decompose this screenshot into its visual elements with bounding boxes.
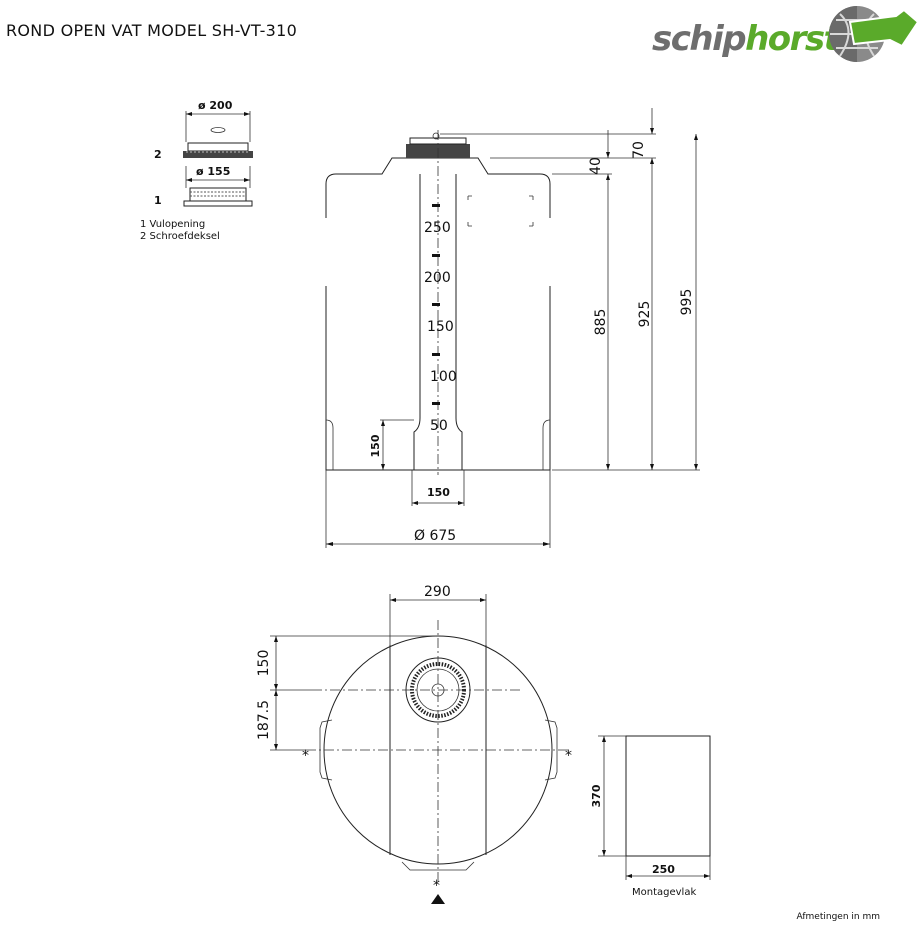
dim-370: 370 [590, 784, 603, 807]
legend-schroefdeksel: 2 Schroefdeksel [140, 231, 220, 242]
scale-label: 150 [427, 319, 454, 335]
dim-885: 885 [593, 309, 609, 336]
dim-995: 995 [679, 289, 695, 316]
svg-text:schiphorst: schiphorst [652, 19, 842, 59]
dim-70: 70 [631, 141, 647, 159]
schiphorst-logo: schiphorst [652, 6, 920, 62]
scale-label: 250 [424, 220, 451, 236]
marker-1: 1 [154, 194, 162, 207]
level-scale: 250 200 150 100 50 [424, 204, 457, 434]
lid-detail: ø 200 2 ø 155 1 1 Vulopening 2 Schroefde… [140, 99, 253, 242]
opening-diameter-label: ø 155 [196, 165, 230, 178]
dim-40: 40 [588, 157, 604, 175]
logo-text-plain: schip [652, 19, 746, 59]
dim-base-width: 150 [427, 486, 450, 499]
star-bottom: * [433, 878, 440, 894]
globe-icon [829, 6, 920, 62]
dim-187-5: 187.5 [256, 700, 272, 740]
scale-label: 50 [430, 418, 448, 434]
mount-label: Montagevlak [632, 887, 696, 898]
page-title: ROND OPEN VAT MODEL SH-VT-310 [6, 21, 298, 40]
scale-label: 100 [430, 369, 457, 385]
direction-arrow-icon [431, 894, 445, 904]
mounting-surface: 370 250 Montagevlak [590, 735, 711, 898]
dim-290: 290 [424, 584, 451, 600]
marker-2: 2 [154, 148, 162, 161]
lid-diameter-label: ø 200 [198, 99, 233, 112]
logo-text-accent: horst [745, 19, 842, 59]
tank-front-view: 250 200 150 100 50 70 40 885 925 995 [325, 108, 700, 548]
dim-925: 925 [637, 301, 653, 328]
dim-150-plan: 150 [256, 650, 272, 677]
scale-label: 200 [424, 270, 451, 286]
tank-plan-view: 290 150 187.5 * * * [256, 584, 572, 904]
legend-vulopening: 1 Vulopening [140, 219, 205, 230]
dim-base-height: 150 [369, 434, 382, 457]
dim-250: 250 [652, 863, 675, 876]
star-left: * [302, 748, 309, 764]
units-note: Afmetingen in mm [796, 912, 880, 922]
star-right: * [565, 748, 572, 764]
dim-diameter: Ø 675 [414, 528, 456, 544]
